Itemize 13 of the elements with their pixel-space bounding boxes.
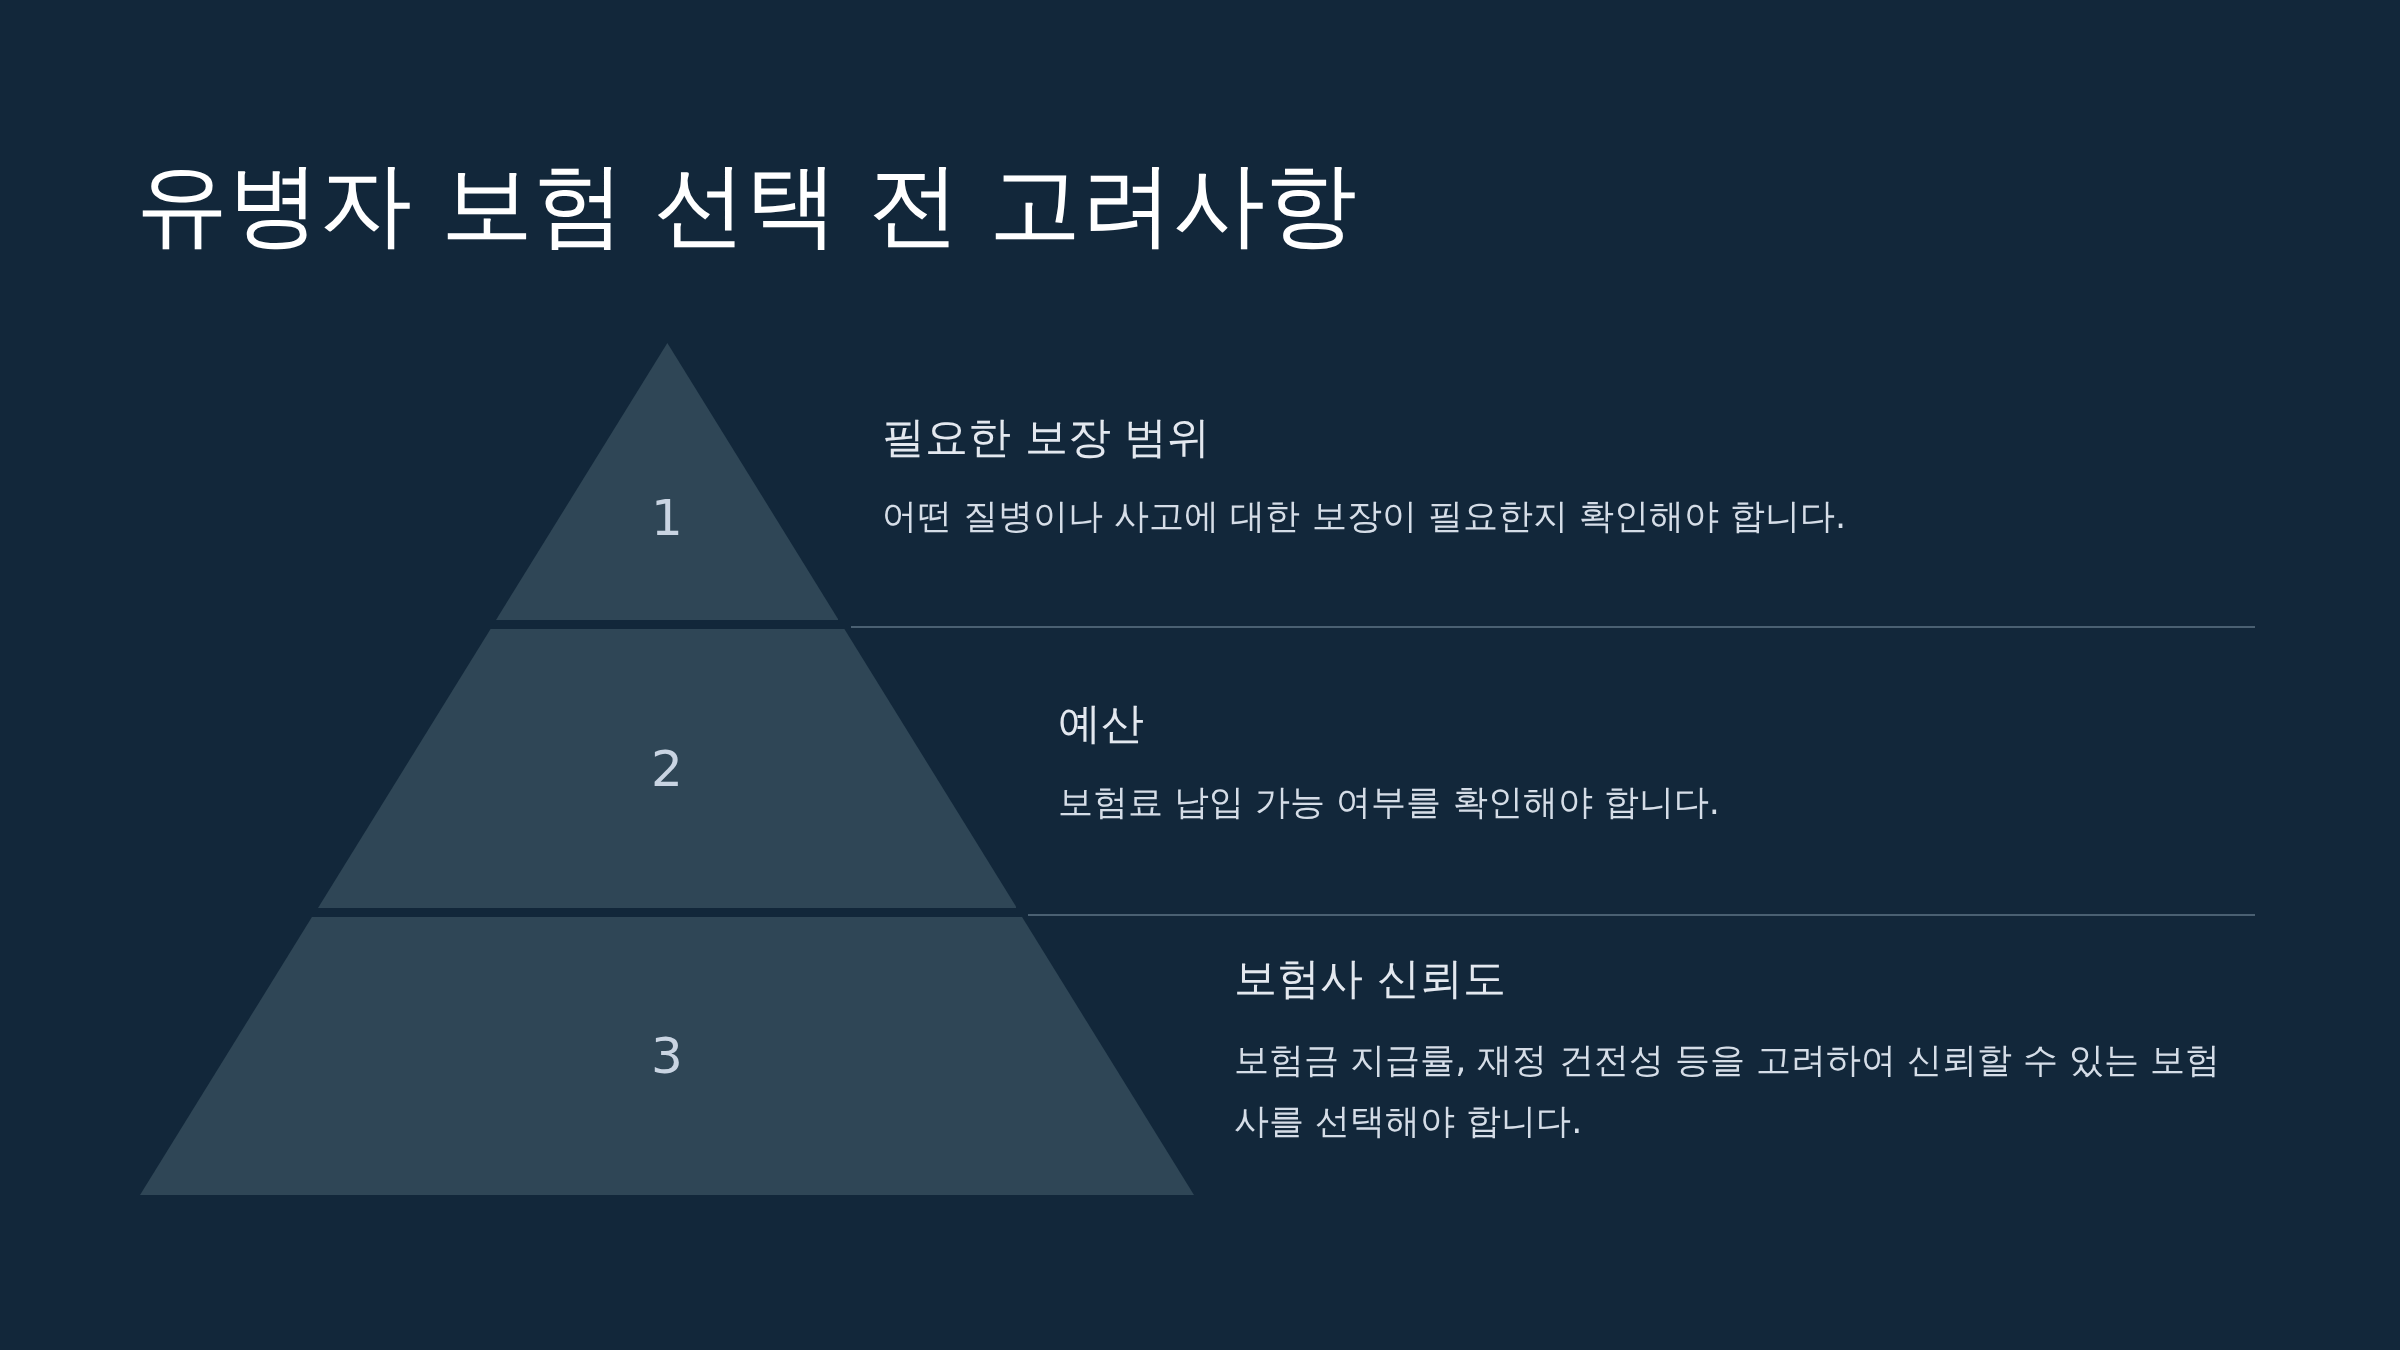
item-heading: 필요한 보장 범위 xyxy=(882,412,1211,464)
layer-number: 3 xyxy=(650,1031,684,1081)
pyramid-layer xyxy=(140,917,1194,1195)
item-description: 어떤 질병이나 사고에 대한 보장이 필요한지 확인해야 합니다. xyxy=(882,495,1847,538)
pyramid-top-triangle xyxy=(495,343,839,620)
pyramid-layer xyxy=(317,629,1017,908)
layer-number: 2 xyxy=(650,743,684,794)
item-description: 보험금 지급률, 재정 건전성 등을 고려하여 신뢰할 수 있는 보험사를 선택해야 합니다. xyxy=(1234,1039,2222,1144)
item-heading: 보험사 신뢰도 xyxy=(1234,953,1506,1005)
title: 유병자 보험 선택 전 고려사항 xyxy=(136,150,1357,260)
layer-number: 1 xyxy=(650,492,684,543)
item-description: 보험료 납입 가능 여부를 확인해야 합니다. xyxy=(1058,781,1721,824)
item-heading: 예산 xyxy=(1058,698,1144,750)
